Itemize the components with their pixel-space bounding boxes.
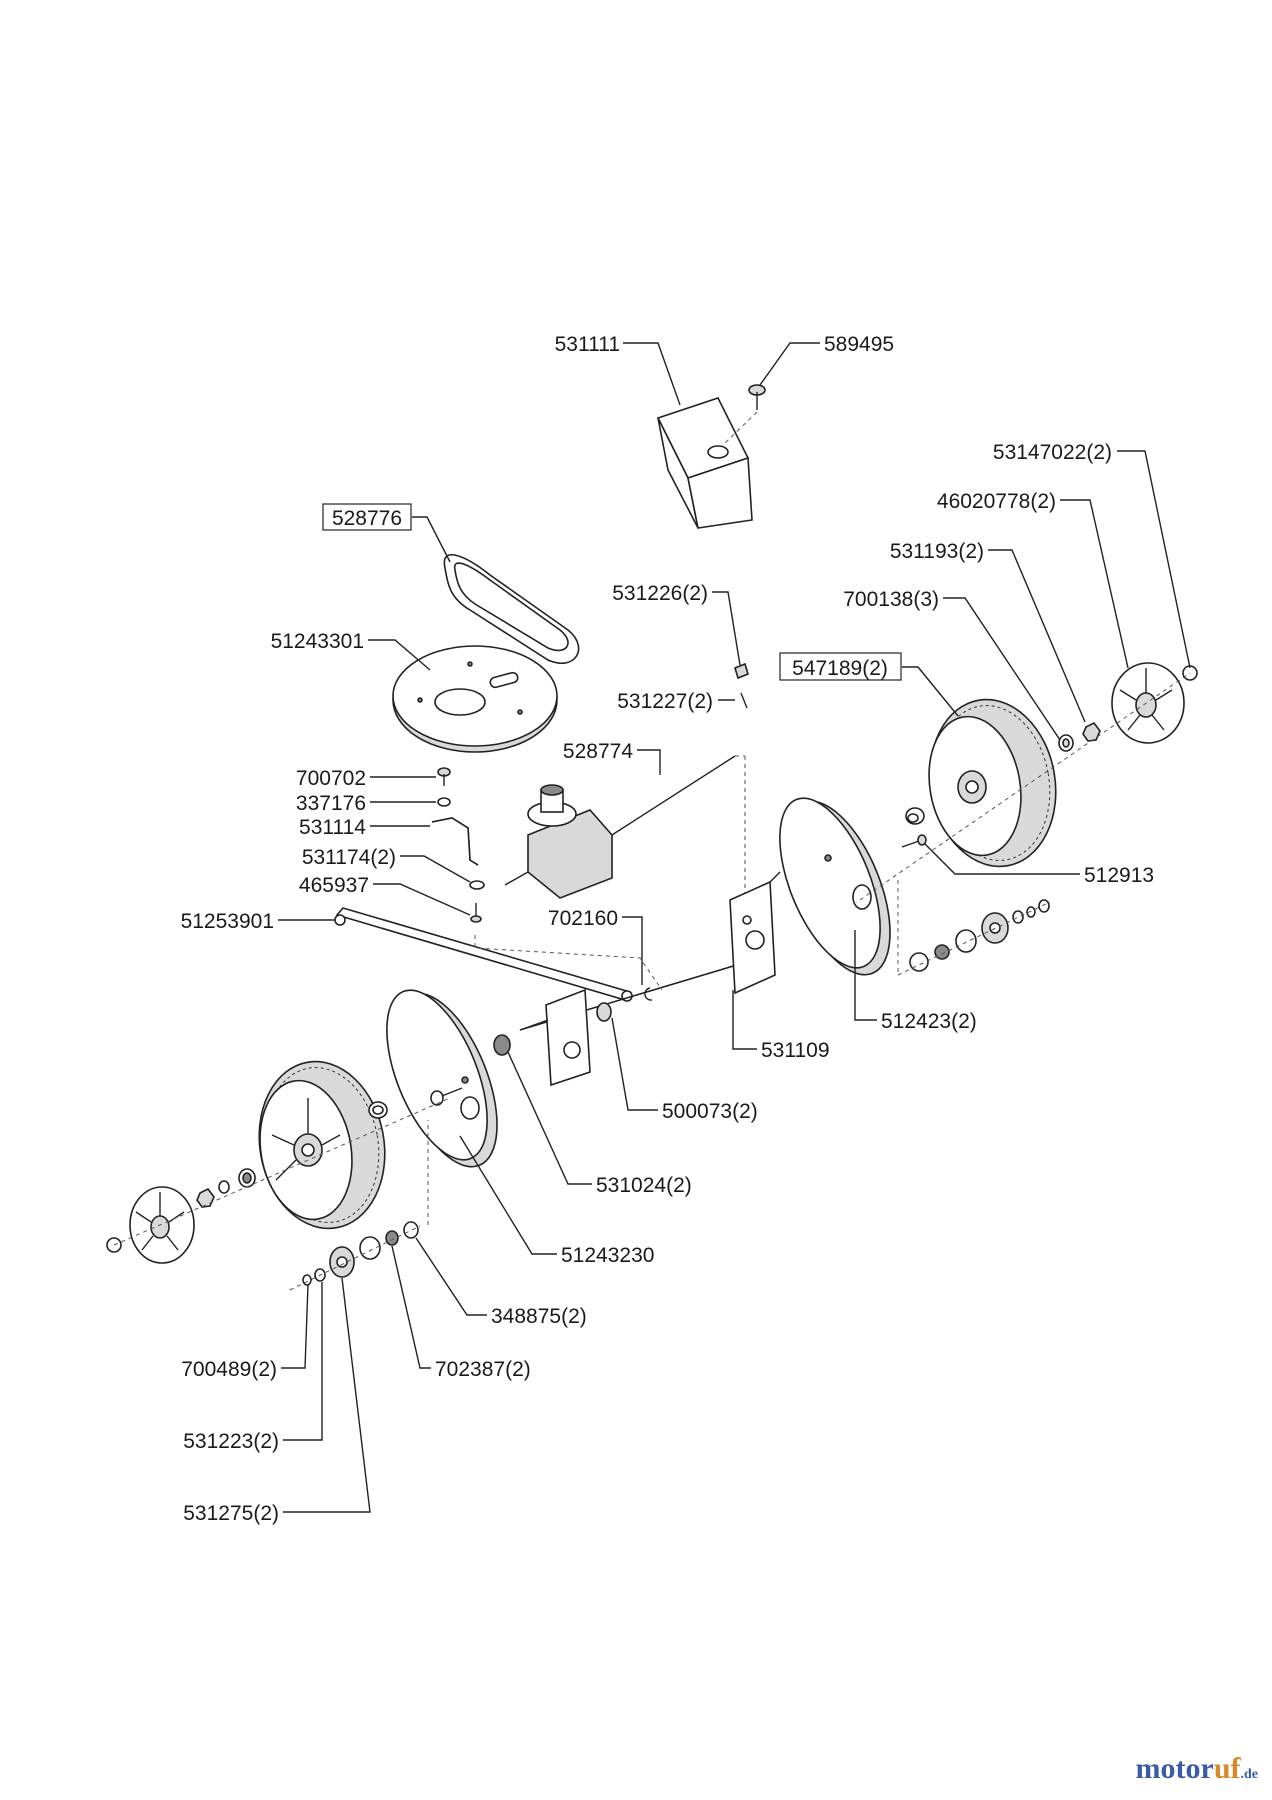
right-wheel-cover-drawing [779, 797, 891, 976]
washer-drawing [493, 1034, 511, 1056]
v-belt-drawing [443, 553, 580, 665]
label-531193: 531193(2) [890, 540, 984, 563]
label-700138: 700138(3) [843, 588, 939, 611]
part-labels: 531111 589495 53147022(2) 46020778(2) 52… [181, 333, 1155, 1525]
label-531226: 531226(2) [612, 582, 708, 605]
label-531111: 531111 [555, 333, 620, 356]
label-512423: 512423(2) [881, 1010, 977, 1033]
label-531114: 531114 [299, 816, 366, 839]
left-wheel-drawing [258, 1060, 388, 1230]
leader-lines [278, 342, 1191, 1513]
right-gear-set-drawing [897, 880, 1051, 976]
label-528776: 528776 [332, 507, 402, 530]
left-gear-set-drawing [289, 1120, 429, 1291]
label-531174: 531174(2) [302, 846, 396, 869]
label-700489: 700489(2) [181, 1358, 277, 1381]
label-528774: 528774 [563, 740, 633, 763]
watermark-accent: uf [1213, 1752, 1241, 1785]
right-hub-parts-drawing [859, 662, 1198, 901]
watermark-logo: motoruf.de [1136, 1752, 1258, 1786]
box-528776 [322, 503, 412, 531]
label-702160: 702160 [548, 907, 618, 930]
screw-drawing [721, 384, 766, 447]
gearbox-drawing [504, 755, 746, 958]
label-53147022: 53147022(2) [993, 441, 1112, 464]
label-531227: 531227(2) [617, 690, 713, 713]
label-51253901: 51253901 [181, 910, 274, 933]
label-348875: 348875(2) [491, 1305, 587, 1328]
pulley-plate-drawing [392, 645, 558, 753]
label-531109: 531109 [761, 1039, 830, 1062]
label-51243301: 51243301 [271, 630, 364, 653]
label-531275: 531275(2) [183, 1502, 279, 1525]
label-700702: 700702 [296, 767, 366, 790]
right-wheel-drawing [905, 698, 1057, 868]
label-589495: 589495 [824, 333, 894, 356]
clip-drawing [644, 987, 653, 1001]
handle-bracket-drawing [656, 397, 753, 529]
watermark-main: motor [1135, 1752, 1214, 1785]
watermark-suffix: .de [1240, 1767, 1259, 1782]
label-51243230: 51243230 [561, 1244, 654, 1267]
axle-drawing [519, 871, 781, 1087]
key-drawing [734, 662, 749, 709]
left-wheel-cover-drawing [386, 989, 498, 1168]
label-547189: 547189(2) [792, 657, 888, 680]
fasteners-drawing [431, 767, 485, 923]
wheel-screw-drawing [901, 834, 927, 848]
label-702387: 702387(2) [435, 1358, 531, 1381]
label-465937: 465937 [299, 874, 369, 897]
label-337176: 337176 [296, 792, 366, 815]
left-hub-parts-drawing [106, 1097, 451, 1264]
label-512913: 512913 [1084, 864, 1154, 887]
label-46020778: 46020778(2) [937, 490, 1056, 513]
box-547189 [779, 652, 902, 681]
label-500073: 500073(2) [662, 1100, 758, 1123]
label-531223: 531223(2) [183, 1430, 279, 1453]
label-531024: 531024(2) [596, 1174, 692, 1197]
